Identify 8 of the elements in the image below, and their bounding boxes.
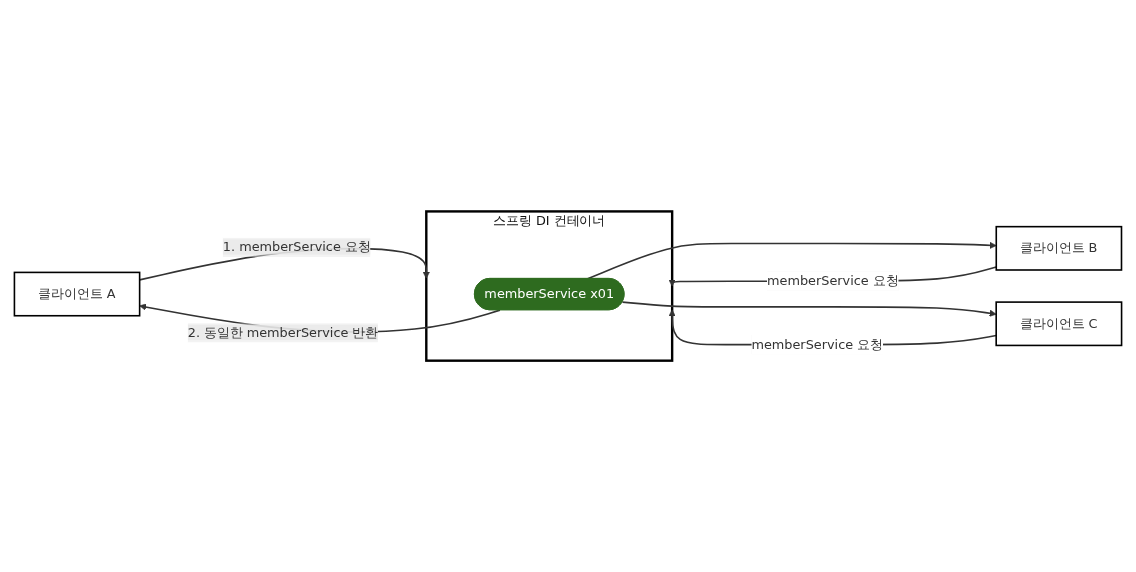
edge-label: memberService 요청: [767, 273, 899, 289]
edge-label: memberService 요청: [751, 336, 883, 352]
node-box: 클라이언트 C: [995, 301, 1123, 347]
node-box: 클라이언트 B: [995, 225, 1123, 271]
arrow: [621, 301, 997, 317]
edge-label: 2. 동일한 memberService 반환: [187, 324, 379, 340]
edge-label: 1. memberService 요청: [222, 239, 371, 255]
node-box: 클라이언트 A: [13, 271, 141, 317]
